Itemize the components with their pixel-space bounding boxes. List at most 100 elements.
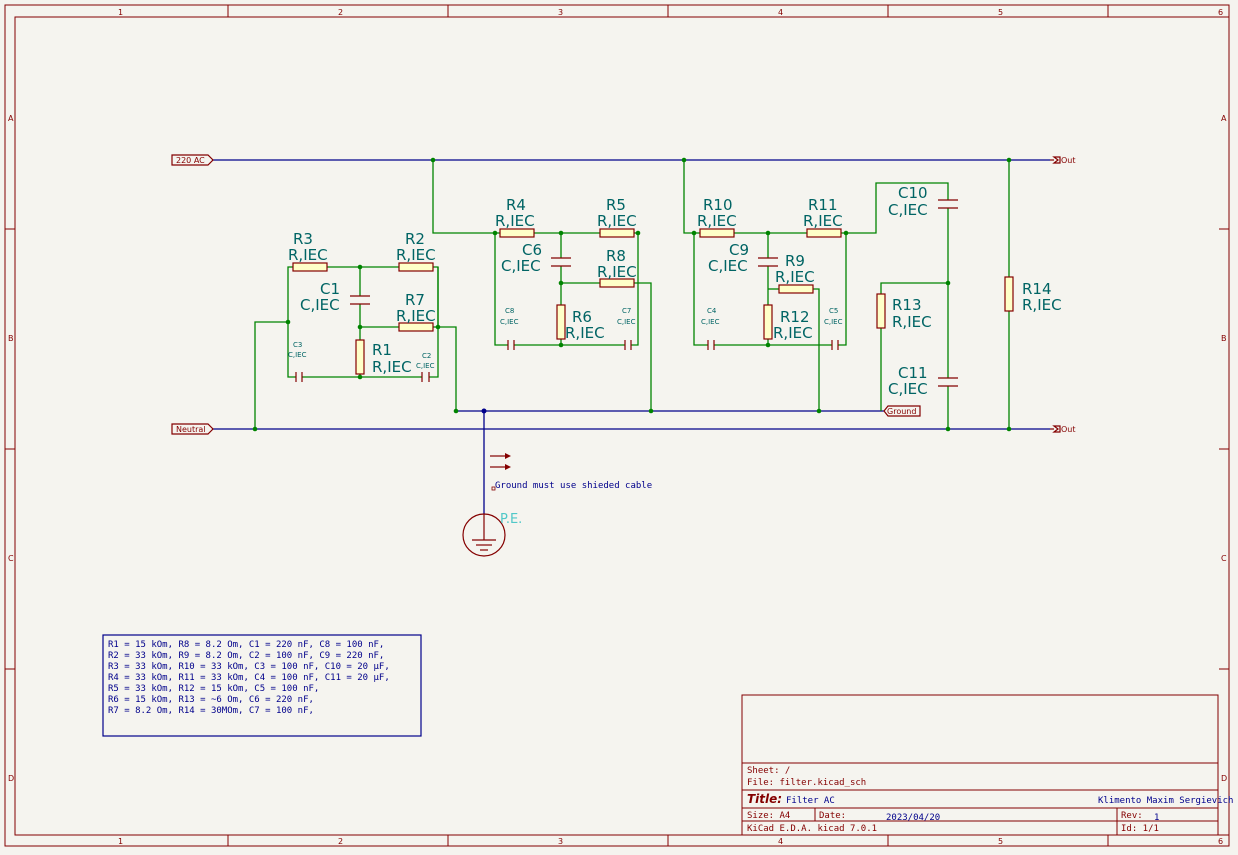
tb-date-label: Date: xyxy=(819,811,846,821)
resistor-r5 xyxy=(599,228,635,238)
col-label: 1 xyxy=(118,8,123,17)
svg-text:Ground: Ground xyxy=(887,407,916,416)
arrow-marker-icon xyxy=(490,453,511,470)
ref-c7: C7 xyxy=(622,307,631,315)
tb-date: 2023/04/20 xyxy=(886,813,940,823)
resistor-r14 xyxy=(1004,276,1014,312)
col-label: 1 xyxy=(118,837,123,846)
val-r4: R,IEC xyxy=(495,212,535,230)
ref-r12: R12 xyxy=(780,308,810,326)
tb-file: File: filter.kicad_sch xyxy=(747,778,866,788)
title-block: Sheet: / File: filter.kicad_sch Title: F… xyxy=(741,694,1233,836)
val-c7: C,IEC xyxy=(617,318,636,326)
ref-c2: C2 xyxy=(422,352,431,360)
ref-c6: C6 xyxy=(522,241,542,259)
col-label: 2 xyxy=(338,8,343,17)
ref-c11: C11 xyxy=(898,364,928,382)
ruler-columns-top: 1 2 3 4 5 6 xyxy=(118,8,1223,17)
tb-title: Filter AC xyxy=(786,796,835,806)
val-r9: R,IEC xyxy=(775,268,815,286)
tb-rev-label: Rev: xyxy=(1121,811,1143,821)
val-r8: R,IEC xyxy=(597,263,637,281)
val-r10: R,IEC xyxy=(697,212,737,230)
label-neutral: Neutral xyxy=(171,423,214,435)
ref-r3: R3 xyxy=(293,230,313,248)
note-line: R5 = 33 kOm, R12 = 15 kOm, C5 = 100 nF, xyxy=(108,684,319,694)
val-r2: R,IEC xyxy=(396,246,436,264)
pe-label: P.E. xyxy=(500,512,522,527)
resistor-r11 xyxy=(806,228,842,238)
capacitors xyxy=(295,199,958,387)
col-label: 4 xyxy=(778,8,783,17)
ref-r2: R2 xyxy=(405,230,425,248)
capacitor-c2 xyxy=(421,372,430,382)
label-out-top: Out xyxy=(1050,156,1076,165)
col-label: 4 xyxy=(778,837,783,846)
net-labels: 220 AC Neutral Out Out Ground xyxy=(171,154,1076,435)
val-r14: R,IEC xyxy=(1022,296,1062,314)
label-220ac: 220 AC xyxy=(171,154,214,166)
values-note-box: R1 = 15 kOm, R8 = 8.2 Om, C1 = 220 nF, C… xyxy=(102,634,422,737)
capacitor-c4 xyxy=(707,340,715,350)
col-label: 3 xyxy=(558,837,563,846)
val-c11: C,IEC xyxy=(888,380,928,398)
row-label: B xyxy=(1221,334,1227,343)
label-ground: Ground xyxy=(883,405,921,417)
row-label: C xyxy=(8,554,14,563)
tb-size: Size: A4 xyxy=(747,811,790,821)
capacitor-c1 xyxy=(350,295,370,305)
val-r5: R,IEC xyxy=(597,212,637,230)
note-line: R3 = 33 kOm, R10 = 33 kOm, C3 = 100 nF, … xyxy=(108,662,390,672)
ref-c10: C10 xyxy=(898,184,928,202)
ref-c3: C3 xyxy=(293,341,302,349)
col-label: 6 xyxy=(1218,8,1223,17)
power-lines xyxy=(212,159,1050,514)
row-label: D xyxy=(8,774,14,783)
val-c6: C,IEC xyxy=(501,257,541,275)
val-c4: C,IEC xyxy=(701,318,720,326)
note-line: R1 = 15 kOm, R8 = 8.2 Om, C1 = 220 nF, C… xyxy=(108,640,384,650)
col-label: 5 xyxy=(998,8,1003,17)
ref-r7: R7 xyxy=(405,291,425,309)
tb-author: Klimento Maxim Sergievich xyxy=(1098,796,1233,806)
wires xyxy=(254,160,1010,429)
resistor-r3 xyxy=(292,262,328,272)
ref-r1: R1 xyxy=(372,341,392,359)
row-label: A xyxy=(8,114,14,123)
ref-r13: R13 xyxy=(892,296,922,314)
svg-text:Neutral: Neutral xyxy=(176,425,206,434)
val-c3: C,IEC xyxy=(288,351,307,359)
ref-r9: R9 xyxy=(785,252,805,270)
svg-text:220 AC: 220 AC xyxy=(176,156,205,165)
ref-r6: R6 xyxy=(572,308,592,326)
tb-rev: 1 xyxy=(1154,813,1159,823)
component-labels: R3 R,IEC R2 R,IEC C1 C,IEC R7 R,IEC R1 R… xyxy=(288,184,1062,398)
capacitor-c7 xyxy=(624,340,632,350)
ref-c5: C5 xyxy=(829,307,838,315)
capacitor-c5 xyxy=(831,340,839,350)
val-r12: R,IEC xyxy=(773,324,813,342)
note-line: R2 = 33 kOm, R9 = 8.2 Om, C2 = 100 nF, C… xyxy=(108,651,384,661)
ref-r11: R11 xyxy=(808,196,838,214)
row-label: B xyxy=(8,334,14,343)
col-label: 5 xyxy=(998,837,1003,846)
resistor-r8 xyxy=(599,278,635,288)
ref-c4: C4 xyxy=(707,307,717,315)
val-c5: C,IEC xyxy=(824,318,843,326)
ruler-columns-bottom: 1 2 3 4 5 6 xyxy=(118,837,1223,846)
col-label: 3 xyxy=(558,8,563,17)
ref-c8: C8 xyxy=(505,307,514,315)
val-r11: R,IEC xyxy=(803,212,843,230)
resistor-r13 xyxy=(876,293,886,329)
ref-c9: C9 xyxy=(729,241,749,259)
ruler-rows-left: A B C D xyxy=(8,114,14,783)
capacitor-c8 xyxy=(507,340,515,350)
resistors xyxy=(292,228,1014,375)
val-c8: C,IEC xyxy=(500,318,519,326)
capacitor-c6 xyxy=(551,257,571,267)
row-label: A xyxy=(1221,114,1227,123)
resistor-r6 xyxy=(556,304,566,340)
earth-ground-icon: P.E. xyxy=(462,512,522,557)
tb-id: Id: 1/1 xyxy=(1121,824,1159,834)
